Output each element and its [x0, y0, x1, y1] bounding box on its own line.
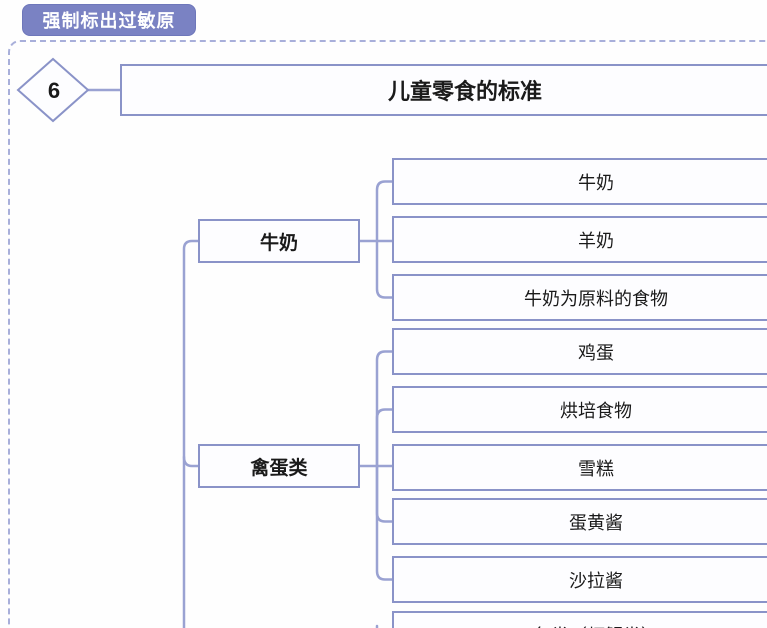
connector-trunk-elbow-eggs [182, 455, 200, 468]
allergen-label-tab[interactable]: 强制标出过敏原 [22, 4, 196, 36]
group-node-poultry-eggs[interactable]: 禽蛋类 [198, 444, 360, 488]
connector-eggs-child5 [375, 464, 394, 581]
topic-number-diamond[interactable] [16, 57, 90, 123]
connector-eggs-child1 [375, 350, 394, 468]
summary-boundary-dashed-border [8, 40, 767, 628]
connector-eggs-child2 [375, 408, 394, 468]
child-node-goat-milk[interactable]: 羊奶 [392, 216, 767, 263]
connector-trunk [182, 239, 200, 628]
child-node-salad-dressing[interactable]: 沙拉酱 [392, 556, 767, 603]
child-node-ice-cream[interactable]: 雪糕 [392, 444, 767, 491]
connector-eggs-child4 [375, 464, 394, 523]
group-node-milk[interactable]: 牛奶 [198, 219, 360, 263]
child-node-milk-based-food[interactable]: 牛奶为原料的食物 [392, 274, 767, 321]
child-node-chicken-egg[interactable]: 鸡蛋 [392, 328, 767, 375]
root-topic-node[interactable]: 儿童零食的标准 [120, 64, 767, 116]
connector-milk-child3 [375, 239, 394, 299]
child-node-baked-food[interactable]: 烘培食物 [392, 386, 767, 433]
child-node-fish[interactable]: 鱼类（虾蟹类） [392, 611, 767, 628]
connector-milk-child1 [375, 180, 394, 243]
child-node-egg-yolk-sauce[interactable]: 蛋黄酱 [392, 498, 767, 545]
diamond-number: 6 [47, 78, 61, 103]
child-node-milk[interactable]: 牛奶 [392, 158, 767, 205]
